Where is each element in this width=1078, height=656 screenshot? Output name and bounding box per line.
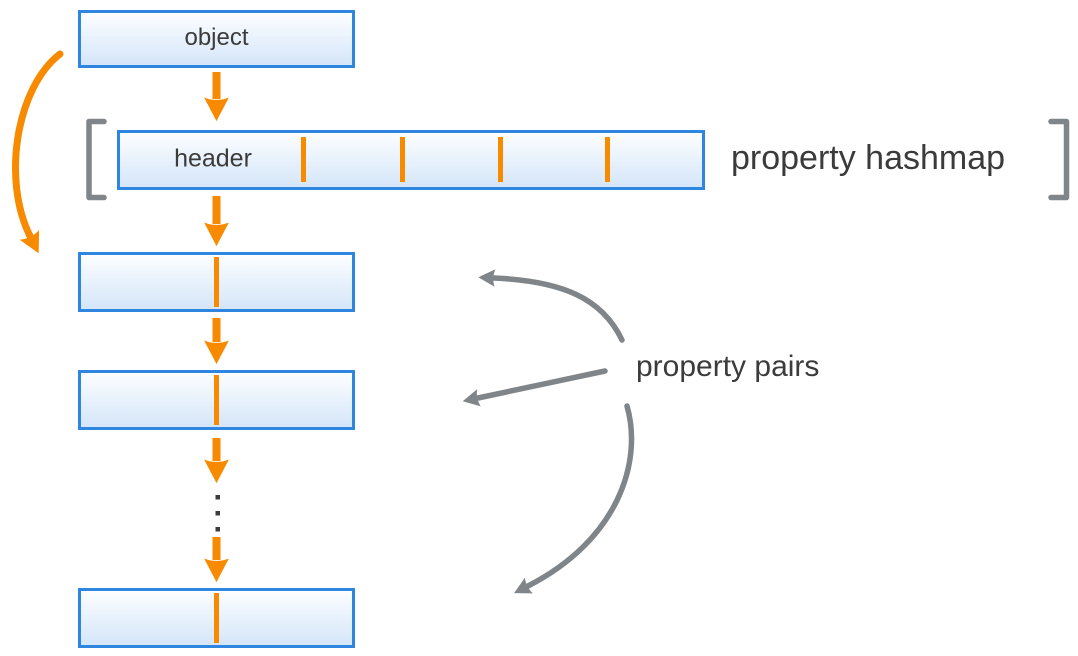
hashmap-divider	[605, 137, 610, 182]
pair-box-1	[78, 252, 355, 312]
ellipsis-dots	[215, 495, 220, 532]
hashmap-box: header	[117, 130, 705, 190]
pair-box-3	[78, 588, 355, 648]
pairs-caption: property pairs	[636, 350, 820, 383]
pair-box-2	[78, 370, 355, 430]
object-label: object	[184, 23, 249, 51]
hashmap-left-bracket	[86, 118, 107, 201]
pair-divider	[214, 375, 219, 425]
hashmap-right-bracket	[1048, 118, 1070, 201]
pairs-caption-to-pair1-arrow	[478, 269, 625, 343]
pairs-caption-to-pair3-arrow	[514, 403, 635, 594]
pairs-caption-to-pair2-arrow	[462, 368, 608, 407]
hashmap-divider	[498, 137, 503, 182]
object-to-pairs-curved-arrow	[12, 50, 64, 254]
hashmap-divider	[301, 137, 306, 182]
object-box: object	[78, 10, 355, 68]
pair-divider	[214, 257, 219, 307]
pair-divider	[214, 593, 219, 643]
hashmap-caption: property hashmap	[731, 139, 1006, 177]
header-label: header	[174, 144, 252, 173]
hashmap-divider	[400, 137, 405, 182]
